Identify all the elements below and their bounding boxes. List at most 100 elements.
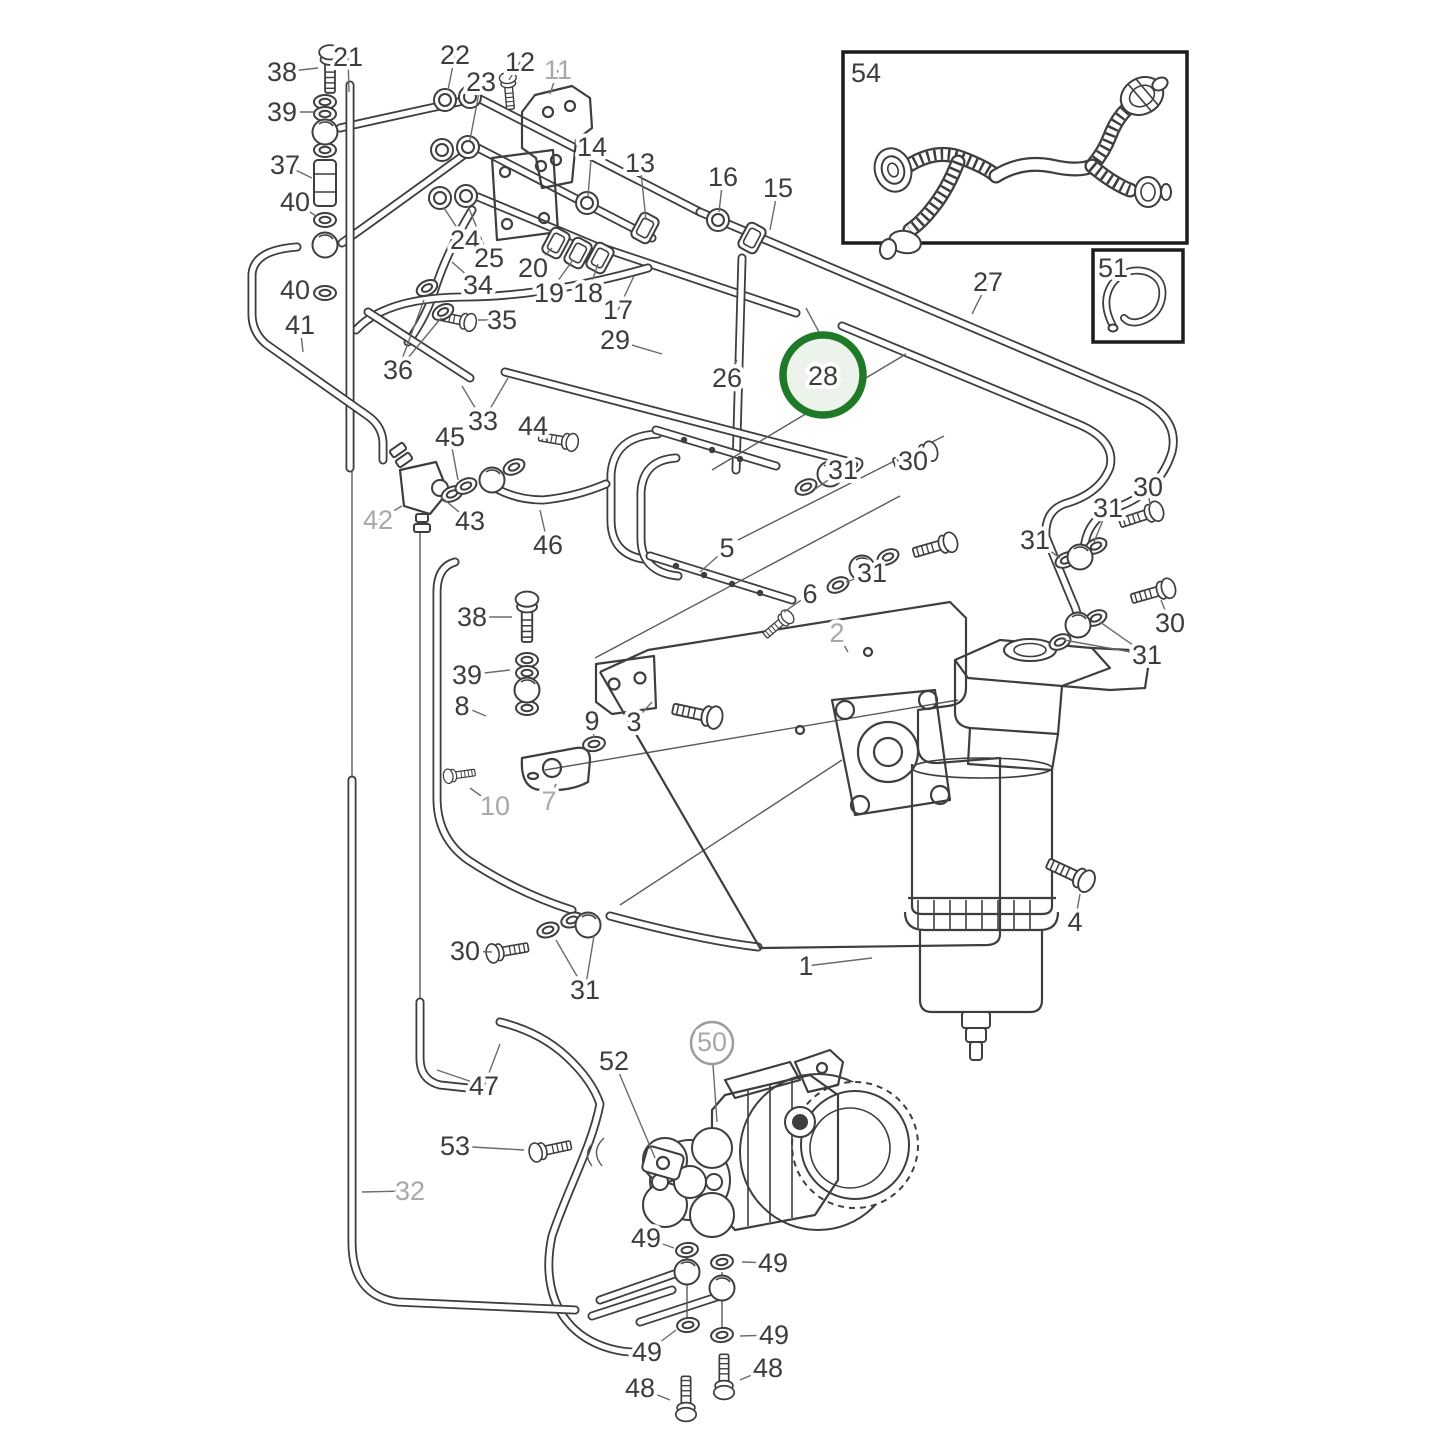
leader-line [377, 505, 403, 521]
highlighted-part-number: 28 [808, 361, 838, 391]
leader-line [1093, 507, 1109, 543]
part-label-25: 25 [474, 243, 504, 273]
part-label-31: 31 [570, 975, 600, 1005]
support-bracket-2 [594, 600, 1002, 950]
part-label-40: 40 [280, 187, 310, 217]
part-label-26: 26 [712, 363, 742, 393]
part-label-46: 46 [533, 530, 563, 560]
leader-line [548, 783, 557, 802]
part-label-38: 38 [267, 57, 297, 87]
t-fitting-42 [388, 441, 450, 533]
leader-line [739, 1367, 769, 1381]
part-label-9: 9 [584, 706, 599, 736]
part-label-48: 48 [753, 1353, 783, 1383]
part-label-20: 20 [518, 253, 548, 283]
part-label-31: 31 [857, 558, 887, 588]
pipe-bracket-holes [672, 436, 764, 597]
leader-line [814, 469, 844, 490]
part-label-32: 32 [395, 1176, 425, 1206]
leader-line [539, 509, 549, 546]
leader-line [482, 377, 509, 422]
part-label-5: 5 [719, 533, 734, 563]
hose-clamp-52 [586, 1137, 685, 1181]
part-label-17: 17 [603, 295, 633, 325]
leader-line [508, 61, 521, 81]
leader-line [299, 324, 304, 353]
leader-line [467, 205, 490, 259]
part-label-18: 18 [573, 278, 603, 308]
part-label-30: 30 [450, 936, 480, 966]
inset-box-54 [841, 50, 1189, 260]
part-label-31: 31 [1093, 493, 1123, 523]
part-label-4: 4 [1067, 907, 1082, 937]
leader-line [294, 289, 317, 293]
part-label-30: 30 [1133, 472, 1163, 502]
part-label-49: 49 [759, 1320, 789, 1350]
part-label-31: 31 [828, 455, 858, 485]
leader-line [436, 1069, 485, 1087]
leader-line [587, 263, 599, 294]
power-steering-pump [642, 1048, 919, 1238]
part-label-22: 22 [440, 40, 470, 70]
leader-line [769, 187, 779, 231]
part-label-45: 45 [435, 422, 465, 452]
hose-network [247, 80, 1178, 1357]
leader-line [469, 787, 496, 807]
part-label-48: 48 [625, 1373, 655, 1403]
standoff-fitting-37 [313, 159, 337, 207]
part-label-2: 2 [829, 618, 844, 648]
leader-line [1034, 539, 1061, 559]
part-label-47: 47 [469, 1071, 499, 1101]
leader-line [1074, 893, 1081, 923]
leader-line [726, 359, 738, 379]
part-label-53: 53 [440, 1131, 470, 1161]
leader-line [397, 299, 425, 371]
leader-line [461, 705, 487, 717]
part-label-23: 23 [466, 67, 496, 97]
leader-line [584, 935, 595, 991]
part-label-44: 44 [518, 411, 548, 441]
link-plate-7 [520, 746, 592, 792]
part-label-54: 54 [851, 58, 881, 88]
part-label-31: 31 [1132, 640, 1162, 670]
leader-line [548, 259, 574, 294]
leader-line [639, 162, 647, 221]
part-label-6: 6 [802, 579, 817, 609]
leader-line [805, 957, 873, 967]
leader-line [614, 339, 663, 355]
leader-line [284, 164, 313, 179]
leader-line [532, 425, 549, 442]
part-label-33: 33 [468, 406, 498, 436]
leader-line [532, 247, 553, 269]
leader-line [646, 1329, 677, 1353]
inset-box-51 [1091, 248, 1185, 344]
leader-line [440, 496, 471, 522]
cable-harness-art [873, 76, 1172, 260]
part-label-51: 51 [1098, 253, 1128, 283]
highlight-leader [805, 307, 821, 335]
part-label-40: 40 [280, 275, 310, 305]
leader-line [1160, 599, 1171, 624]
leader-line [451, 261, 479, 286]
part-label-49: 49 [758, 1248, 788, 1278]
leader-line [1063, 639, 1148, 656]
leader-line [466, 669, 511, 676]
leader-line [639, 1387, 671, 1401]
leader-line [347, 56, 350, 93]
leader-line [454, 1145, 525, 1151]
part-label-1: 1 [798, 951, 813, 981]
leader-line [741, 1261, 774, 1264]
part-label-43: 43 [455, 506, 485, 536]
leader-line [483, 1043, 501, 1087]
leader-line [587, 146, 593, 197]
part-label-30: 30 [898, 446, 928, 476]
leader-line [449, 436, 459, 481]
part-label-39: 39 [452, 660, 482, 690]
part-label-3: 3 [626, 707, 641, 737]
part-label-31: 31 [1020, 525, 1050, 555]
part-label-12: 12 [505, 47, 535, 77]
leader-line [1147, 486, 1151, 507]
part-label-24: 24 [450, 225, 480, 255]
